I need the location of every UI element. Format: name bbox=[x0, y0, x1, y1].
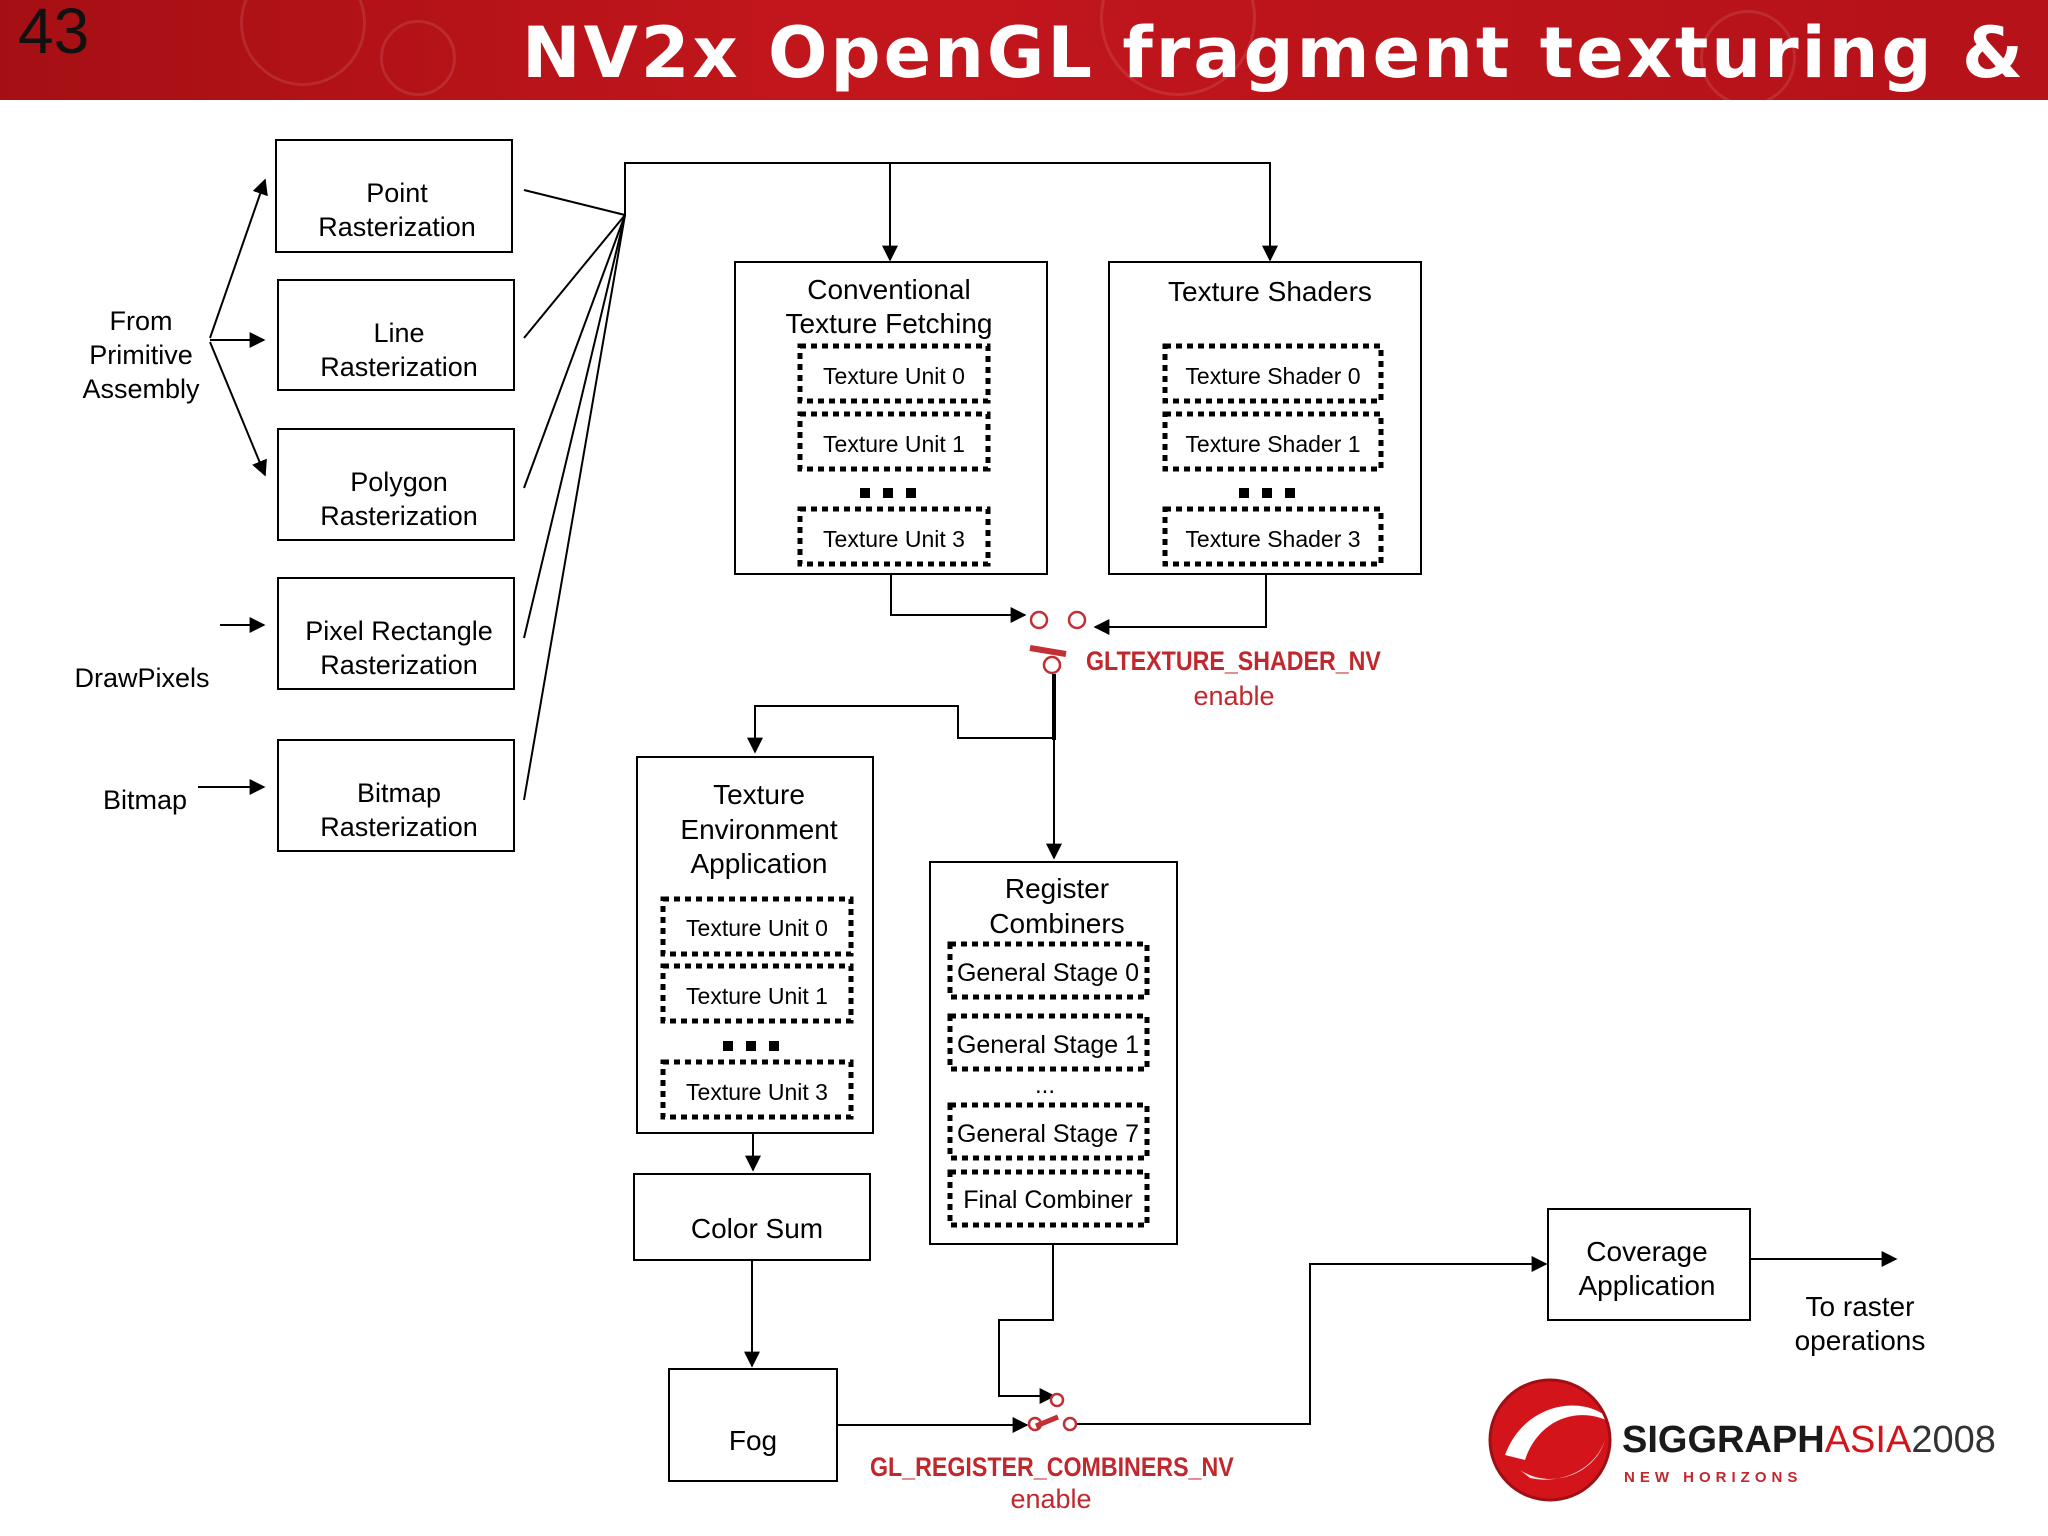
drawpixels-label: DrawPixels bbox=[74, 663, 209, 693]
texenv-texture-unit-1: Texture Unit 1 bbox=[660, 963, 854, 1024]
svg-text:Texture Unit 1: Texture Unit 1 bbox=[686, 983, 828, 1009]
conv-texture-unit-3: Texture Unit 3 bbox=[797, 506, 991, 567]
svg-text:Bitmap: Bitmap bbox=[357, 778, 441, 808]
svg-text:Coverage: Coverage bbox=[1586, 1236, 1707, 1267]
svg-text:Rasterization: Rasterization bbox=[320, 352, 478, 382]
general-stage-1: General Stage 1 bbox=[947, 1013, 1150, 1072]
svg-text:Polygon: Polygon bbox=[350, 467, 448, 497]
svg-text:SIGGRAPHASIA2008: SIGGRAPHASIA2008 bbox=[1622, 1419, 1996, 1461]
svg-text:Texture Unit 3: Texture Unit 3 bbox=[686, 1079, 828, 1105]
svg-text:Texture: Texture bbox=[713, 779, 805, 810]
svg-text:Texture Unit 0: Texture Unit 0 bbox=[686, 915, 828, 941]
svg-text:General Stage 0: General Stage 0 bbox=[957, 959, 1139, 987]
svg-text:Primitive: Primitive bbox=[89, 340, 193, 370]
bitmap-input-label: Bitmap bbox=[103, 785, 187, 815]
svg-text:NEW HORIZONS: NEW HORIZONS bbox=[1624, 1469, 1802, 1486]
switch1-inputs bbox=[890, 574, 1267, 635]
siggraph-asia-logo: SIGGRAPHASIA2008 NEW HORIZONS bbox=[1488, 1378, 1996, 1502]
register-combiners-switch bbox=[1027, 1392, 1078, 1432]
general-stage-0: General Stage 0 bbox=[947, 941, 1150, 1000]
svg-text:Texture Unit 1: Texture Unit 1 bbox=[823, 431, 965, 457]
svg-text:Texture Unit 0: Texture Unit 0 bbox=[823, 363, 965, 389]
from-primitive-assembly-label: From Primitive Assembly bbox=[82, 306, 200, 404]
conv-texture-unit-0: Texture Unit 0 bbox=[797, 343, 991, 404]
bitmap-rasterization-box: Bitmap Rasterization bbox=[277, 739, 515, 852]
texture-shader-1: Texture Shader 1 bbox=[1162, 411, 1384, 472]
texture-environment-application-box: Texture Environment Application Texture … bbox=[636, 756, 874, 1134]
register-combiners-switch-label: GL_REGISTER_COMBINERS_NV bbox=[870, 1452, 1234, 1482]
svg-text:Fog: Fog bbox=[729, 1425, 777, 1456]
svg-text:Texture Shader 0: Texture Shader 0 bbox=[1185, 363, 1360, 389]
conv-texture-unit-1: Texture Unit 1 bbox=[797, 411, 991, 472]
svg-text:Application: Application bbox=[1579, 1270, 1716, 1301]
texture-shader-switch bbox=[1029, 610, 1087, 675]
svg-text:Rasterization: Rasterization bbox=[320, 812, 478, 842]
svg-text:operations: operations bbox=[1795, 1325, 1926, 1356]
texenv-texture-unit-3: Texture Unit 3 bbox=[660, 1059, 854, 1120]
rasterization-fan-in bbox=[523, 162, 1278, 801]
texture-shaders-box: Texture Shaders Texture Shader 0 Texture… bbox=[1108, 261, 1422, 575]
texture-shader-3: Texture Shader 3 bbox=[1162, 506, 1384, 567]
svg-text:Texture Fetching: Texture Fetching bbox=[786, 308, 993, 339]
svg-text:Register: Register bbox=[1005, 873, 1109, 904]
general-stage-7: General Stage 7 bbox=[947, 1102, 1150, 1161]
svg-text:Environment: Environment bbox=[680, 814, 837, 845]
conventional-texture-fetching-box: Conventional Texture Fetching Texture Un… bbox=[734, 261, 1048, 575]
svg-text:Combiners: Combiners bbox=[989, 908, 1124, 939]
slide-header: 43 NV2x OpenGL fragment texturing & colo… bbox=[0, 0, 2048, 100]
final-combiner: Final Combiner bbox=[947, 1169, 1150, 1228]
conv-ellipsis-dots bbox=[860, 488, 916, 498]
pixel-rectangle-rasterization-box: Pixel Rectangle Rasterization bbox=[277, 577, 515, 690]
svg-text:Point: Point bbox=[366, 178, 428, 208]
svg-text:Rasterization: Rasterization bbox=[320, 650, 478, 680]
siggraph-swirl-icon bbox=[1488, 1378, 1615, 1502]
svg-text:Rasterization: Rasterization bbox=[318, 212, 476, 242]
line-rasterization-box: Line Rasterization bbox=[277, 279, 515, 391]
register-combiners-box: Register Combiners General Stage 0 Gener… bbox=[929, 861, 1178, 1245]
switch2-to-coverage-arrow bbox=[1077, 1256, 1548, 1425]
slide-title: NV2x OpenGL fragment texturing & colorin bbox=[522, 12, 2048, 94]
register-combiners-switch-state: enable bbox=[1010, 1484, 1091, 1514]
texenv-texture-unit-0: Texture Unit 0 bbox=[660, 896, 854, 957]
svg-text:Texture Shader 1: Texture Shader 1 bbox=[1185, 431, 1360, 457]
texenv-ellipsis-dots bbox=[723, 1041, 779, 1051]
switch2-inputs bbox=[837, 1244, 1056, 1433]
svg-text:Conventional: Conventional bbox=[807, 274, 970, 305]
svg-text:To raster: To raster bbox=[1806, 1291, 1915, 1322]
slide-number: 43 bbox=[18, 0, 90, 67]
svg-text:Line: Line bbox=[373, 318, 424, 348]
svg-text:Color Sum: Color Sum bbox=[691, 1213, 823, 1244]
svg-text:Application: Application bbox=[691, 848, 828, 879]
svg-text:Texture Unit 3: Texture Unit 3 bbox=[823, 526, 965, 552]
fog-box: Fog bbox=[668, 1368, 838, 1482]
input-arrows bbox=[198, 178, 268, 795]
svg-text:Pixel Rectangle: Pixel Rectangle bbox=[305, 616, 493, 646]
combiners-ellipsis: ... bbox=[1035, 1072, 1055, 1099]
switch1-outputs bbox=[747, 674, 1062, 860]
svg-text:Rasterization: Rasterization bbox=[320, 501, 478, 531]
svg-text:Texture Shader 3: Texture Shader 3 bbox=[1185, 526, 1360, 552]
svg-text:General Stage 7: General Stage 7 bbox=[957, 1120, 1139, 1148]
color-sum-box: Color Sum bbox=[633, 1173, 871, 1261]
svg-text:General Stage 1: General Stage 1 bbox=[957, 1031, 1139, 1059]
coverage-application-box: Coverage Application bbox=[1547, 1208, 1751, 1321]
svg-text:Assembly: Assembly bbox=[82, 374, 200, 404]
texture-shader-0: Texture Shader 0 bbox=[1162, 343, 1384, 404]
raster-operations-label: To raster operations bbox=[1795, 1291, 1926, 1356]
shader-ellipsis-dots bbox=[1239, 488, 1295, 498]
svg-text:From: From bbox=[110, 306, 173, 336]
svg-text:Final Combiner: Final Combiner bbox=[963, 1186, 1133, 1214]
svg-text:Texture Shaders: Texture Shaders bbox=[1168, 276, 1372, 307]
texture-shader-switch-label: GLTEXTURE_SHADER_NV bbox=[1086, 646, 1381, 676]
polygon-rasterization-box: Polygon Rasterization bbox=[277, 428, 515, 541]
texture-shader-switch-state: enable bbox=[1193, 681, 1274, 711]
point-rasterization-box: Point Rasterization bbox=[275, 139, 513, 253]
